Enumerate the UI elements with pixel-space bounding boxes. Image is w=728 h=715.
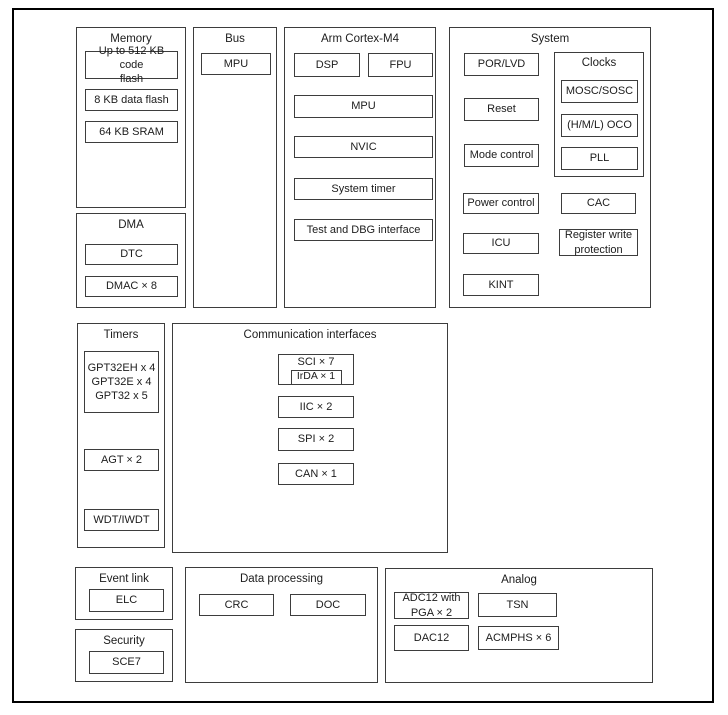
iic-box: IIC × 2 [278,396,354,418]
security-block: Security SCE7 [75,629,173,682]
dac12-box: DAC12 [394,625,469,651]
mode-control-box: Mode control [464,144,539,167]
clocks-title: Clocks [581,57,617,69]
code-flash-box: Up to 512 KB code flash [85,45,178,85]
agt-box: AGT × 2 [84,449,159,471]
sce7-box: SCE7 [89,651,164,674]
icu-box: ICU [463,233,539,254]
fpu-box: FPU [368,53,433,77]
dmac-box: DMAC × 8 [85,276,178,297]
cortex-mpu-box: MPU [294,95,433,118]
system-timer-box: System timer [294,178,433,200]
analog-block: Analog ADC12 with PGA × 2 TSN DAC12 ACMP… [385,568,653,683]
adc12-pga-box: ADC12 with PGA × 2 [394,592,469,619]
cortex-title: Arm Cortex-M4 [321,33,399,45]
tsn-box: TSN [478,593,557,617]
spi-box: SPI × 2 [278,428,354,451]
power-control-box: Power control [463,193,539,214]
bus-mpu-box: MPU [201,53,271,75]
reset-box: Reset [464,98,539,121]
analog-title: Analog [501,574,537,586]
kint-box: KINT [463,274,539,296]
system-block: System POR/LVD Reset Mode control Power … [449,27,651,308]
acmphs-box: ACMPHS × 6 [478,626,559,650]
nvic-box: NVIC [294,136,433,158]
por-lvd-box: POR/LVD [464,53,539,76]
can-box: CAN × 1 [278,463,354,485]
event-link-block: Event link ELC [75,567,173,620]
system-title: System [530,33,570,45]
dsp-box: DSP [294,53,360,77]
sci-label: SCI × 7 [297,356,335,368]
data-flash-box: 8 KB data flash [85,89,178,111]
timers-block: Timers GPT32EH x 4 GPT32E x 4 GPT32 x 5 … [77,323,165,548]
data-processing-title: Data processing [239,573,324,585]
data-processing-block: Data processing CRC DOC [185,567,378,683]
gpt-box: GPT32EH x 4 GPT32E x 4 GPT32 x 5 [84,351,159,413]
bus-block: Bus MPU [193,27,277,308]
pll-box: PLL [561,147,638,170]
sci-box: SCI × 7 IrDA × 1 [278,354,354,385]
doc-box: DOC [290,594,366,616]
dma-block: DMA DTC DMAC × 8 [76,213,186,308]
test-dbg-box: Test and DBG interface [294,219,433,241]
register-write-protection-box: Register write protection [559,229,638,256]
event-link-title: Event link [99,573,149,585]
security-title: Security [103,635,145,647]
memory-title: Memory [110,33,152,45]
cortex-block: Arm Cortex-M4 DSP FPU MPU NVIC System ti… [284,27,436,308]
cac-box: CAC [561,193,636,214]
crc-box: CRC [199,594,274,616]
dma-title: DMA [118,219,144,231]
mosc-sosc-box: MOSC/SOSC [561,80,638,103]
elc-box: ELC [89,589,164,612]
irda-box: IrDA × 1 [290,369,342,385]
bus-title: Bus [225,33,245,45]
wdt-iwdt-box: WDT/IWDT [84,509,159,531]
comm-title: Communication interfaces [243,329,377,341]
comm-block: Communication interfaces SCI × 7 IrDA × … [172,323,448,553]
oco-box: (H/M/L) OCO [561,114,638,137]
timers-title: Timers [103,329,139,341]
dtc-box: DTC [85,244,178,265]
sram-box: 64 KB SRAM [85,121,178,143]
memory-block: Memory Up to 512 KB code flash 8 KB data… [76,27,186,208]
clocks-subblock: Clocks MOSC/SOSC (H/M/L) OCO PLL [554,52,644,177]
